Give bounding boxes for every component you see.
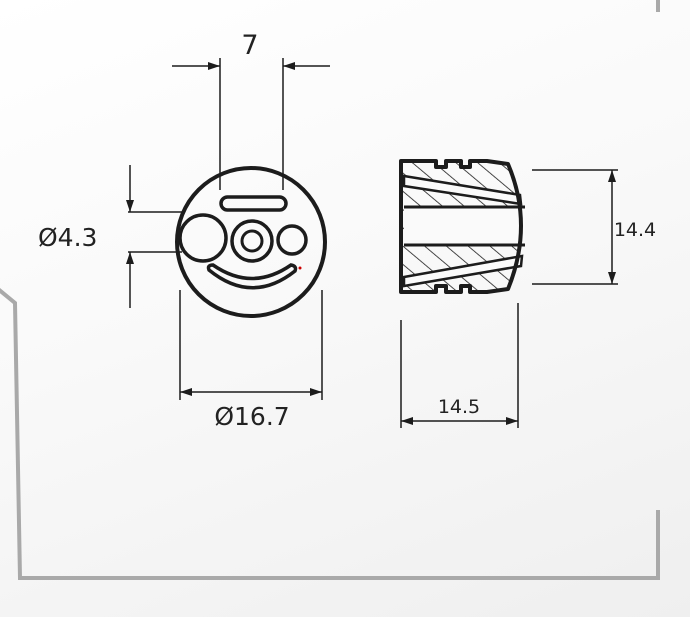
dim-height-label: 14.4	[614, 219, 656, 241]
top-slot	[219, 195, 288, 212]
dim-hole-diameter-label: Ø4.3	[38, 223, 97, 252]
lower-groove	[402, 254, 524, 288]
center-bore	[404, 207, 525, 245]
body-outline	[175, 166, 327, 318]
dim-length	[400, 303, 519, 428]
dim-body-diameter	[179, 290, 323, 400]
bottom-arc-slot	[206, 263, 298, 290]
dim-length-label: 14.5	[438, 396, 480, 418]
dim-hole-diameter	[126, 165, 182, 308]
sheet-frame	[0, 0, 660, 580]
left-hole	[178, 213, 228, 263]
dim-body-diameter-label: Ø16.7	[214, 402, 289, 431]
dim-slot-width-label: 7	[241, 30, 258, 61]
dim-height	[532, 169, 618, 285]
front-view	[175, 166, 327, 318]
center-hole-outer	[230, 219, 274, 263]
dim-slot-width	[172, 58, 330, 190]
right-hole	[276, 224, 308, 256]
sheet-frame-left	[0, 288, 660, 580]
side-outline	[399, 159, 523, 294]
side-section-view	[399, 159, 525, 294]
center-hole-inner	[240, 229, 264, 253]
red-point-marker	[298, 266, 302, 270]
